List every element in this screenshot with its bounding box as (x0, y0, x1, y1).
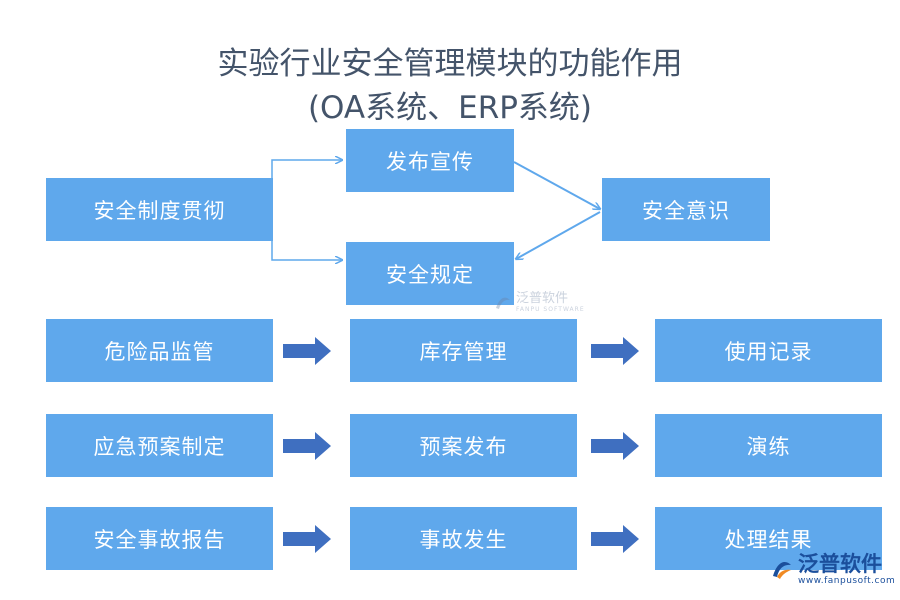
watermark: 泛普软件 FANPU SOFTWARE (494, 292, 585, 313)
diagram-title: 实验行业安全管理模块的功能作用 (217, 46, 683, 82)
arrow-icon (591, 337, 639, 365)
connector-to-regulations (271, 210, 342, 260)
box-hazard-supervision: 危险品监管 (46, 319, 273, 382)
box-drill: 演练 (655, 414, 882, 477)
arrow-icon (283, 337, 331, 365)
arrow-icon (283, 432, 331, 460)
box-plan-release: 预案发布 (350, 414, 577, 477)
brand-logo: 泛普软件 www.fanpusoft.com (770, 552, 895, 586)
box-accident-occur: 事故发生 (350, 507, 577, 570)
brand-name: 泛普软件 (798, 552, 882, 576)
arrow-icon (283, 525, 331, 553)
box-emergency-plan: 应急预案制定 (46, 414, 273, 477)
connector-awareness-to-regulations (516, 211, 601, 259)
box-handling-result: 处理结果 (655, 507, 882, 570)
brand-url: www.fanpusoft.com (798, 576, 896, 586)
box-publicity: 发布宣传 (346, 129, 514, 192)
box-regulations: 安全规定 (346, 242, 514, 305)
watermark-sub: FANPU SOFTWARE (516, 306, 585, 313)
box-accident-report: 安全事故报告 (46, 507, 273, 570)
watermark-logo-icon (496, 297, 510, 309)
connector-publicity-to-awareness (513, 161, 600, 209)
box-inventory: 库存管理 (350, 319, 577, 382)
box-awareness: 安全意识 (602, 178, 770, 241)
diagram-subtitle: (OA系统、ERP系统) (307, 90, 593, 126)
arrow-icon (591, 525, 639, 553)
connector-to-publicity (271, 160, 342, 210)
brand-logo-icon (773, 562, 791, 579)
arrow-icon (591, 432, 639, 460)
box-safety-system: 安全制度贯彻 (46, 178, 273, 241)
box-usage-record: 使用记录 (655, 319, 882, 382)
watermark-name: 泛普软件 (516, 291, 569, 306)
